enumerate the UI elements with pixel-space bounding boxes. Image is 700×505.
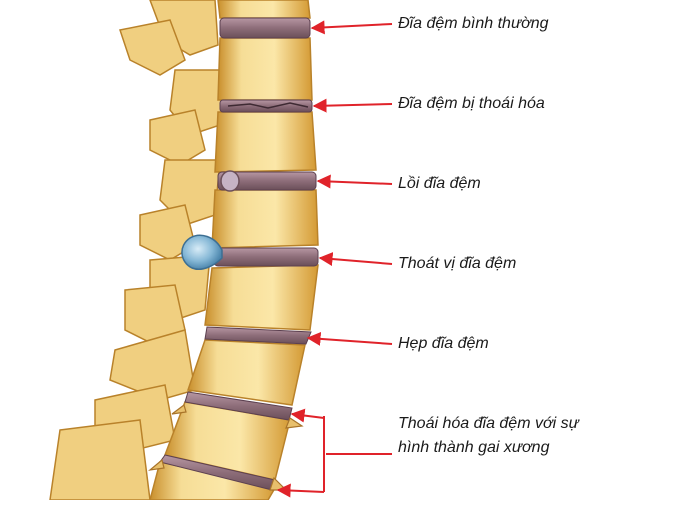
label-herniated-disc: Thoát vị đĩa đệm	[398, 254, 516, 274]
arrow-narrowed-disc	[308, 338, 392, 344]
arrow-herniated-disc	[320, 258, 392, 264]
label-bulging-disc: Lồi đĩa đệm	[398, 174, 481, 194]
arrow-bulging-disc	[318, 181, 392, 184]
label-narrowed-disc: Hẹp đĩa đệm	[398, 334, 489, 354]
arrow-normal-disc	[312, 24, 392, 28]
arrow-spur-lower	[278, 490, 324, 492]
label-degenerated-disc: Đĩa đệm bị thoái hóa	[398, 94, 545, 114]
arrow-degenerated-disc	[314, 104, 392, 106]
label-osteophyte-line1: Thoái hóa đĩa đệm với sự	[398, 414, 579, 434]
label-osteophyte-line2: hình thành gai xương	[398, 438, 549, 458]
arrow-spur-upper	[292, 414, 324, 418]
label-normal-disc: Đĩa đệm bình thường	[398, 14, 549, 34]
